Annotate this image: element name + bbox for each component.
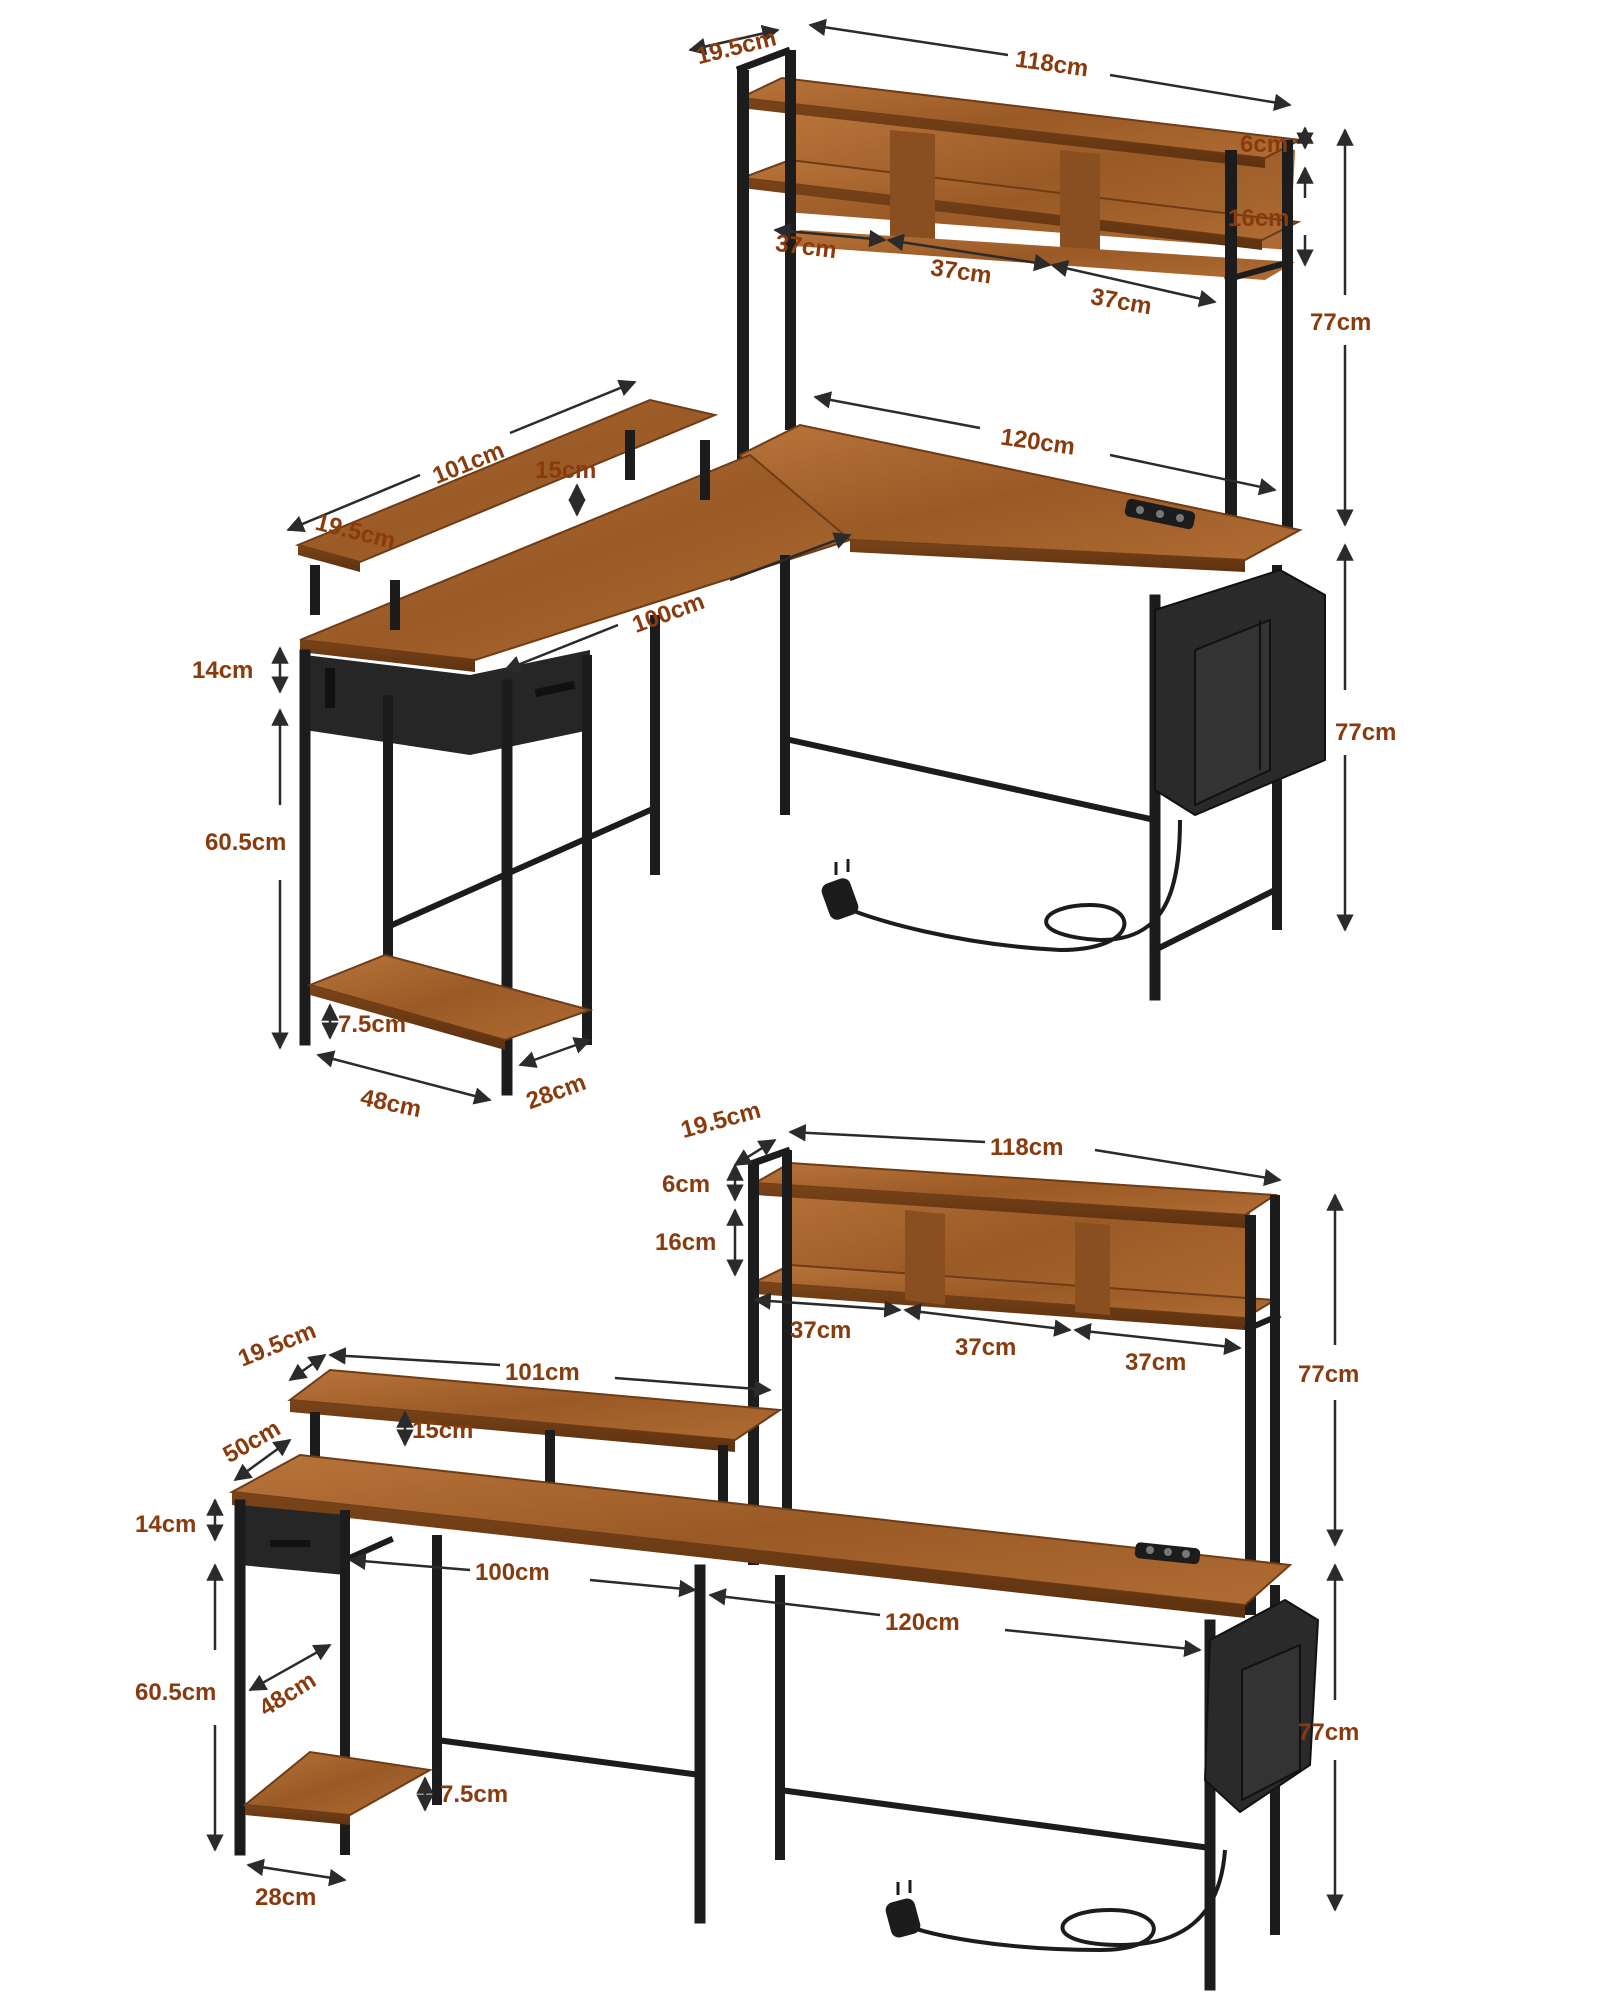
shelf-depth-label: 28cm: [523, 1069, 590, 1115]
monitor-stand-length-label-2: 101cm: [505, 1359, 580, 1386]
storage-bag: [1154, 568, 1326, 817]
power-cord: [821, 819, 1182, 953]
shelf-clearance-label: 7.5cm: [338, 1011, 406, 1038]
l-shape-desk-figure: 19.5cm 118cm 6cm 16cm 37cm 37cm 37cm 77c…: [192, 18, 1396, 1123]
left-desk-length-label-2: 100cm: [475, 1559, 550, 1586]
hutch-shelf-gap-label: 16cm: [1228, 205, 1289, 232]
leg-height-label-2: 60.5cm: [135, 1679, 216, 1706]
monitor-stand: [294, 398, 719, 630]
straight-desk-top: [228, 1453, 1293, 1618]
desk-height-label-2: 77cm: [1298, 1719, 1359, 1746]
l-shape-dimension-arrows: [271, 18, 1354, 1105]
desk-height-label: 77cm: [1335, 719, 1396, 746]
cubby-2-label-2: 37cm: [955, 1334, 1016, 1361]
right-desk-length-label-2: 120cm: [885, 1609, 960, 1636]
leg-height-label: 60.5cm: [205, 829, 286, 856]
right-desk-length-label: 120cm: [999, 424, 1077, 461]
power-cord-2: [885, 1849, 1227, 1953]
straight-dimension-arrows: [206, 1124, 1344, 1912]
straight-desk-figure: 19.5cm 118cm 6cm 16cm 37cm 37cm 37cm 77c…: [135, 1097, 1359, 1991]
bottom-shelf: [306, 953, 594, 1050]
hutch-top-gap-label: 6cm: [1240, 131, 1288, 158]
hutch-top-gap-label-2: 6cm: [662, 1171, 710, 1198]
hutch-width-label: 118cm: [1014, 46, 1090, 83]
monitor-stand-height-label: 15cm: [535, 457, 596, 484]
bottom-shelf-2: [242, 1750, 434, 1825]
cubby-3-label: 37cm: [1089, 283, 1154, 320]
drawer-height-label-2: 14cm: [135, 1511, 196, 1538]
hutch-height-label: 77cm: [1310, 309, 1371, 336]
drawer-height-label: 14cm: [192, 657, 253, 684]
hutch-depth-label-2: 19.5cm: [678, 1097, 764, 1144]
hutch-shelf-gap-label-2: 16cm: [655, 1229, 716, 1256]
shelf-width-label-2: 48cm: [254, 1667, 320, 1722]
drawer: [305, 650, 590, 755]
monitor-stand-height-label-2: 15cm: [412, 1417, 473, 1444]
shelf-clearance-label-2: 7.5cm: [440, 1781, 508, 1808]
hutch-depth-label: 19.5cm: [694, 24, 780, 70]
storage-bag-2: [1203, 1598, 1320, 1814]
hutch-width-label-2: 118cm: [990, 1134, 1063, 1161]
cubby-1-label-2: 37cm: [790, 1317, 851, 1344]
shelf-width-label: 48cm: [358, 1084, 424, 1123]
monitor-stand-depth-label-2: 19.5cm: [234, 1317, 320, 1373]
cubby-3-label-2: 37cm: [1125, 1349, 1186, 1376]
drawer-2: [240, 1505, 345, 1575]
desk-depth-label-2: 50cm: [219, 1415, 286, 1469]
shelf-depth-label-2: 28cm: [255, 1884, 316, 1911]
hutch-height-label-2: 77cm: [1298, 1361, 1359, 1388]
